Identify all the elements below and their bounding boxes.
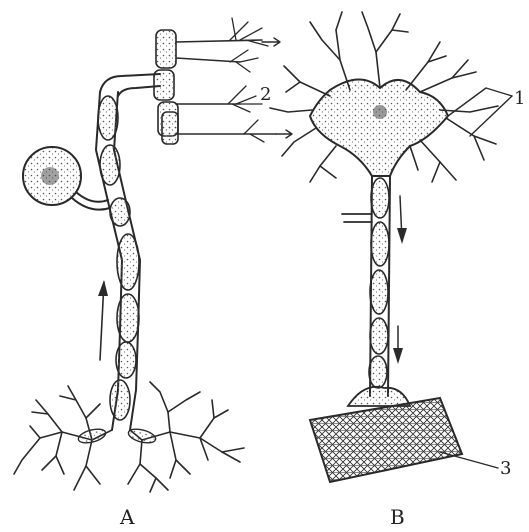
panel-b-signal-arrows	[393, 196, 407, 364]
panel-b-muscle-fiber	[310, 398, 462, 482]
panel-a-label: A	[119, 505, 135, 529]
panel-b-axon	[342, 176, 390, 396]
callout-3-label: 3	[500, 458, 511, 479]
panel-b-neuron	[270, 12, 498, 482]
panel-b-label: B	[390, 505, 405, 529]
callout-1-label: 1	[514, 88, 525, 109]
panel-a-axon-terminals	[154, 18, 292, 144]
panel-b-cell-body	[310, 79, 448, 176]
callout-2: 2	[260, 84, 271, 105]
callout-2-label: 2	[260, 84, 271, 105]
panel-a-axon	[96, 74, 160, 430]
panel-a-neuron	[14, 18, 292, 492]
panel-b-end-plate	[348, 387, 410, 406]
panel-a-signal-arrow	[98, 280, 108, 360]
